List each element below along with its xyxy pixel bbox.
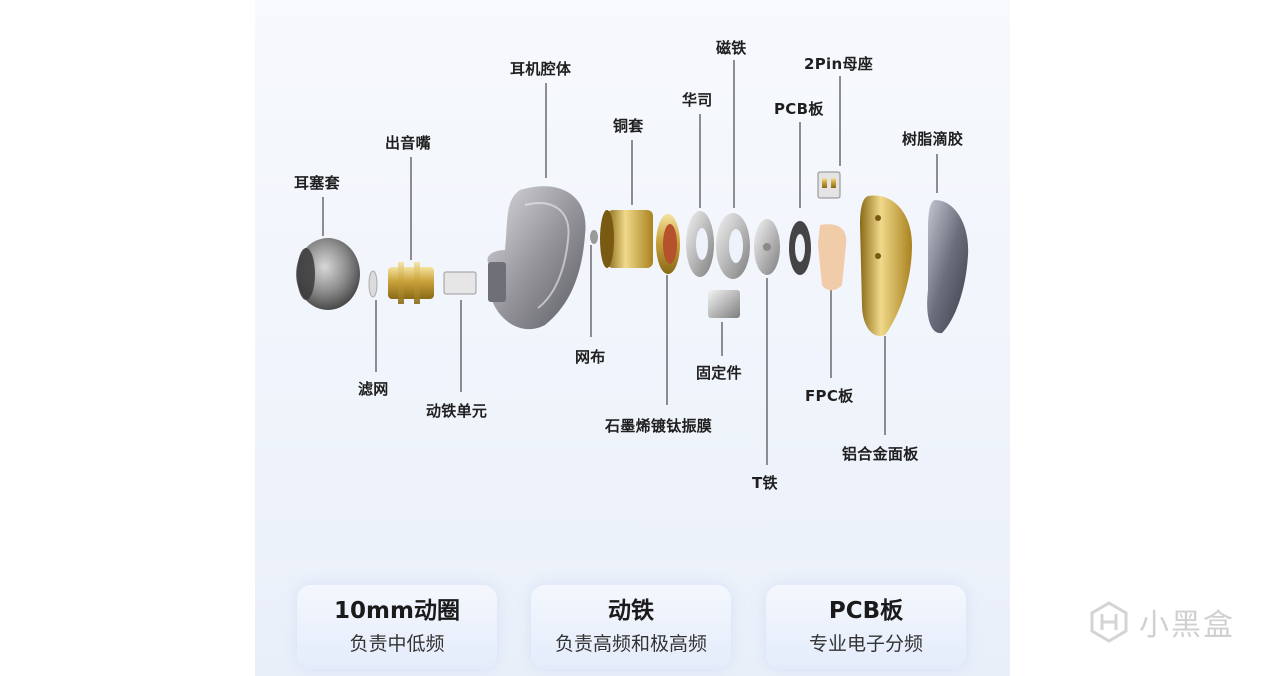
washer-part (686, 211, 714, 277)
card-dynamic-driver: 10mm动圈 负责中低频 (297, 585, 497, 669)
card-subtitle: 负责中低频 (349, 633, 445, 655)
sleeve-part (600, 210, 653, 268)
label-filter: 滤网 (358, 380, 389, 398)
filter-part (368, 270, 378, 298)
t-iron-part (754, 219, 780, 275)
diagram-panel (255, 0, 1010, 676)
leader-lines (322, 60, 938, 465)
shell-part (487, 186, 586, 330)
watermark: 小黑盒 (1087, 596, 1235, 648)
fpc-part (818, 224, 847, 291)
label-sleeve: 铜套 (613, 117, 644, 135)
eartip-part (296, 238, 360, 310)
pcb-part (789, 221, 811, 275)
faceplate-part (860, 195, 912, 336)
label-shell: 耳机腔体 (510, 60, 572, 78)
pin-part (817, 171, 841, 199)
label-fpc: FPC板 (805, 387, 854, 405)
label-pcb: PCB板 (774, 100, 824, 118)
fixture-part (708, 290, 740, 318)
label-faceplate: 铝合金面板 (842, 445, 919, 463)
watermark-text: 小黑盒 (1139, 608, 1235, 643)
label-t-iron: T铁 (752, 474, 778, 492)
resin-part (927, 200, 969, 334)
label-nozzle: 出音嘴 (385, 134, 431, 152)
card-balanced-armature: 动铁 负责高频和极高频 (531, 585, 731, 669)
card-title: PCB板 (828, 598, 904, 624)
magnet-part (716, 213, 750, 279)
label-pin: 2Pin母座 (804, 55, 874, 73)
label-mesh: 网布 (575, 348, 606, 366)
card-subtitle: 负责高频和极高频 (554, 633, 707, 655)
label-magnet: 磁铁 (716, 39, 747, 57)
label-ba-unit: 动铁单元 (426, 402, 488, 420)
card-title: 动铁 (608, 598, 654, 624)
ba-unit-part (443, 271, 477, 295)
nozzle-part (388, 262, 434, 304)
label-fixture: 固定件 (696, 364, 742, 382)
label-resin: 树脂滴胶 (902, 130, 964, 148)
mesh-part (590, 230, 598, 244)
card-subtitle: 专业电子分频 (808, 633, 923, 655)
label-washer: 华司 (682, 91, 713, 109)
heybox-logo-icon (1090, 601, 1128, 643)
label-eartip: 耳塞套 (294, 174, 340, 192)
card-pcb: PCB板 专业电子分频 (766, 585, 966, 669)
card-title: 10mm动圈 (334, 598, 460, 624)
label-diaphragm: 石墨烯镀钛振膜 (605, 417, 713, 435)
diaphragm-part (656, 214, 680, 274)
